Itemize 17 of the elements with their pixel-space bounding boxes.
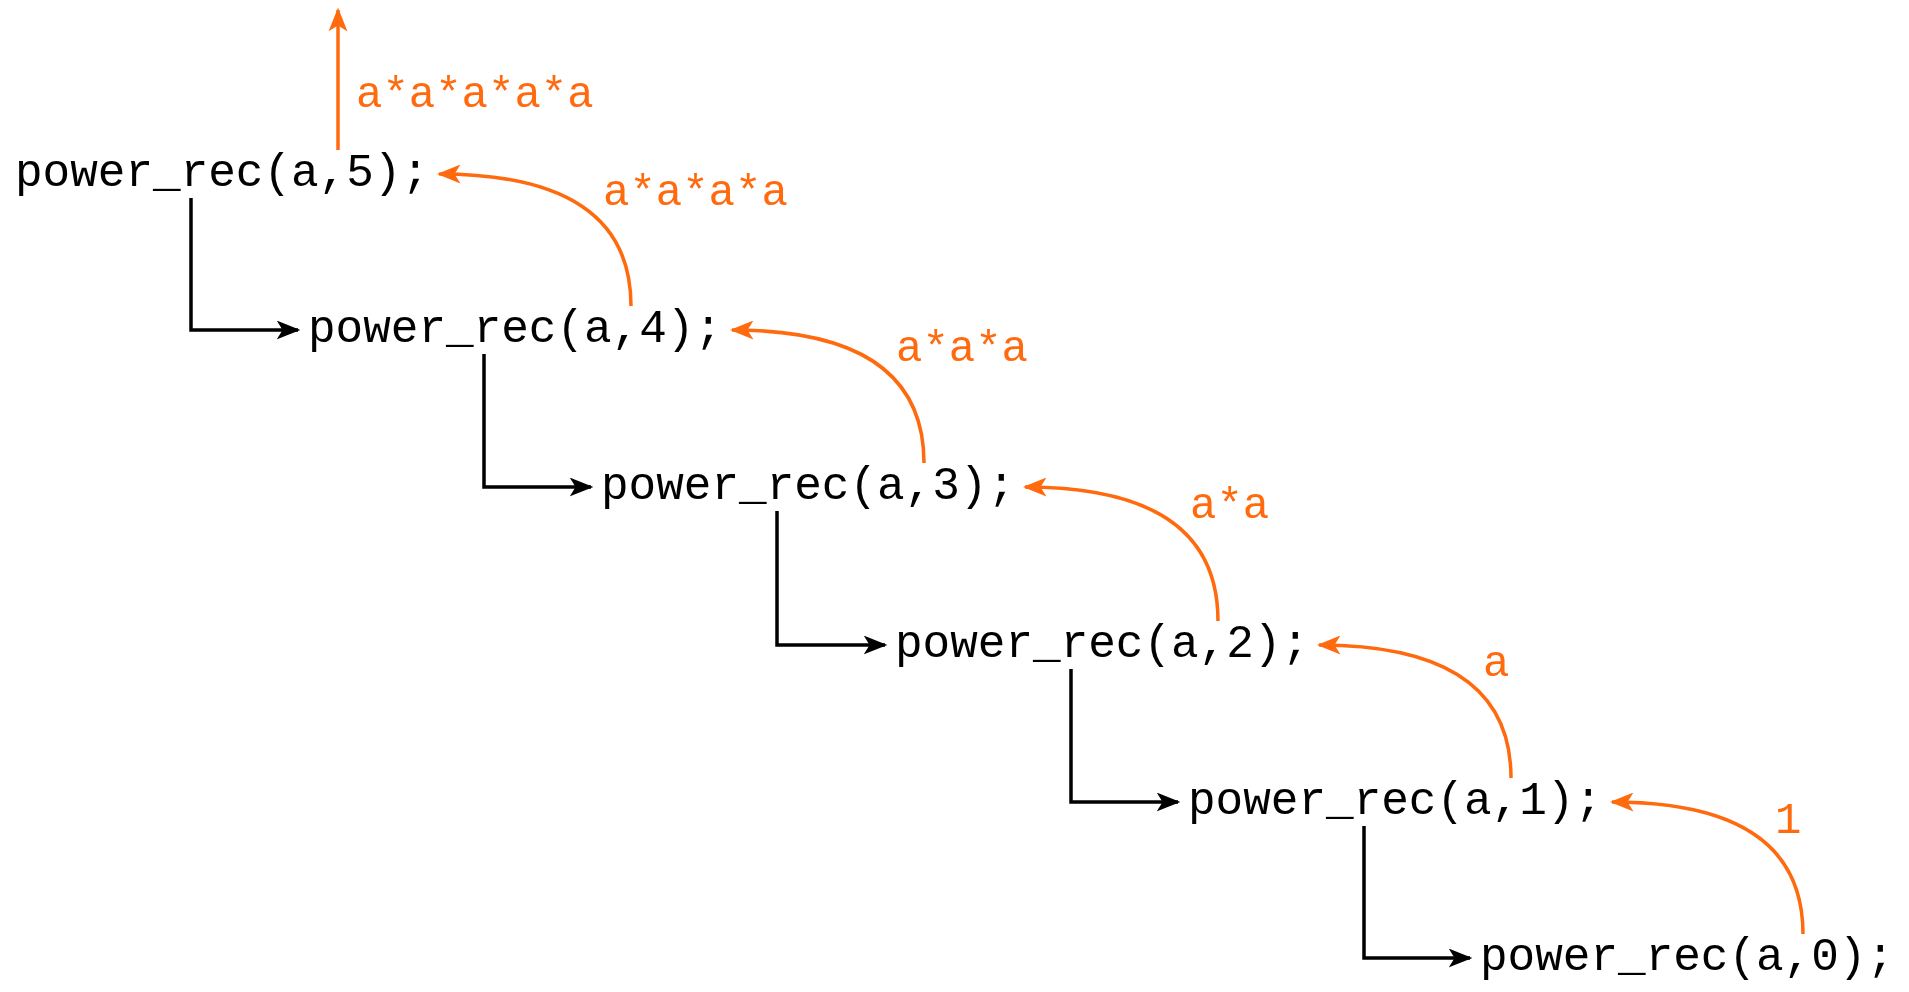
arrow xyxy=(189,198,301,340)
code-line: power_rec(a,1); xyxy=(1188,774,1603,830)
code-line: power_rec(a,4); xyxy=(308,302,723,358)
code-line: power_rec(a,3); xyxy=(601,459,1016,515)
arrow xyxy=(328,7,348,150)
code-line: power_rec(a,2); xyxy=(895,617,1310,673)
arrow xyxy=(1069,669,1181,812)
arrow xyxy=(482,354,594,497)
arrow xyxy=(1022,478,1220,622)
arrow xyxy=(1316,636,1513,779)
arrow xyxy=(729,321,926,464)
code-line: power_rec(a,5); xyxy=(15,146,430,202)
arrow xyxy=(1362,826,1473,968)
arrow xyxy=(775,511,888,655)
arrow xyxy=(436,165,633,307)
code-line: power_rec(a,0); xyxy=(1480,930,1895,986)
arrow xyxy=(1609,793,1805,935)
